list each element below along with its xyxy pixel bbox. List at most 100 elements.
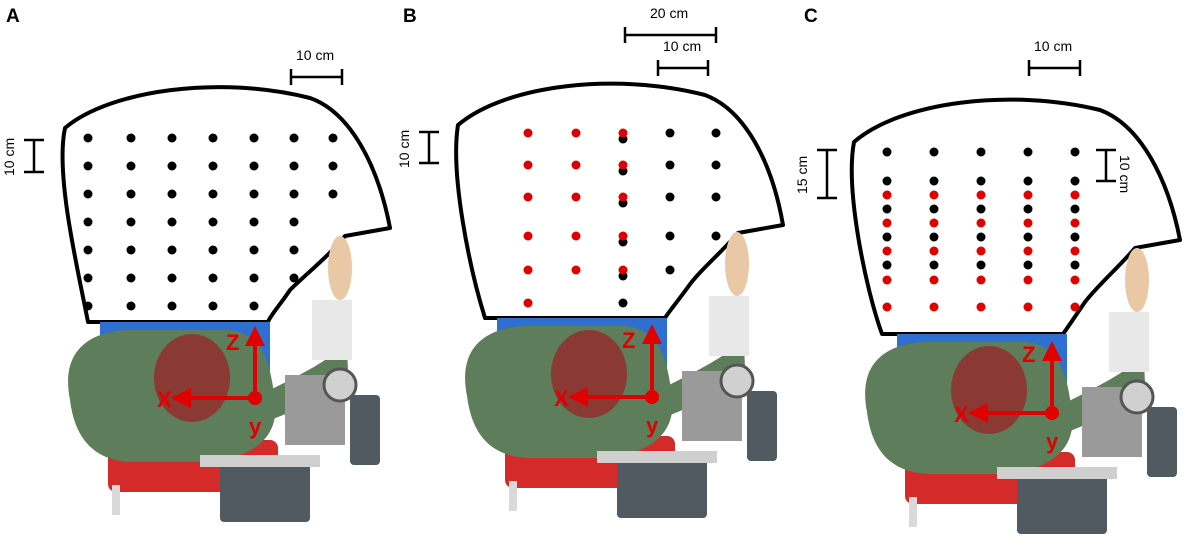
scale-label: 10 cm [396,130,412,168]
target-dot [929,275,939,285]
target-dot [882,246,892,256]
target-dot [249,217,259,227]
target-dot [976,232,986,242]
target-dot [1023,275,1033,285]
scale-bar-vertical: 10 cm [1,138,44,176]
target-dot [208,273,218,283]
target-dot [1070,232,1080,242]
target-dot [249,189,259,199]
target-dot [882,218,892,228]
axis-label-z: Z [622,328,635,353]
target-dot [1023,176,1033,186]
target-dot [208,245,218,255]
target-dot [665,231,675,241]
target-dot [1023,260,1033,270]
target-dot [523,128,533,138]
exoskeleton-arm [709,296,749,356]
target-dot [882,232,892,242]
target-dot [523,231,533,241]
target-dot [289,189,299,199]
target-dot [929,302,939,312]
target-dot [1070,302,1080,312]
target-dot [929,218,939,228]
axis-label-x: X [554,386,569,411]
coordinate-axes: Z X y [157,326,265,439]
target-dot [126,245,136,255]
target-dot [1023,147,1033,157]
target-dot [249,245,259,255]
target-dot [665,265,675,275]
scale-bar-horizontal: 10 cm [1027,38,1082,76]
scale-bar-vertical: 10 cm [1096,148,1133,193]
target-dot [1070,176,1080,186]
target-dot [618,298,628,308]
target-dot [208,217,218,227]
target-dot [167,301,177,311]
target-dot [976,302,986,312]
scale-bar-vertical: 15 cm [794,148,837,200]
target-dot [929,176,939,186]
panel-b: B 20 cm 10 cm 10 cm [396,5,785,518]
target-dot [328,161,338,171]
robot-base [1017,474,1107,534]
axis-label-x: X [157,387,172,412]
coordinate-axes: Z X y [954,341,1062,454]
target-dot [523,160,533,170]
target-dot [882,260,892,270]
target-dot [882,176,892,186]
target-dot [1070,218,1080,228]
axis-label-y: y [249,414,262,439]
workspace-outline [849,97,1182,336]
axis-label-z: Z [226,330,239,355]
target-dot [289,245,299,255]
target-grid [523,128,721,308]
target-dot [249,161,259,171]
target-dot [208,301,218,311]
exoskeleton-arm [312,300,352,360]
target-dot [208,133,218,143]
target-dot [1070,204,1080,214]
target-dot [976,176,986,186]
target-dot [1023,232,1033,242]
target-dot [523,298,533,308]
scale-label: 10 cm [663,38,701,54]
target-dot [167,273,177,283]
axis-label-y: y [1046,429,1059,454]
target-dot [167,217,177,227]
target-dot [1070,260,1080,270]
target-dot [167,133,177,143]
target-dot [976,147,986,157]
hand [725,232,749,296]
target-dot [976,246,986,256]
axis-label-x: X [954,402,969,427]
robot-motor [747,391,777,461]
target-dot [929,204,939,214]
target-dot [1023,204,1033,214]
target-dot [1023,302,1033,312]
target-grid [83,133,338,311]
target-dot [711,128,721,138]
target-dot [1070,246,1080,256]
panel-letter: C [804,6,818,27]
target-dot [167,161,177,171]
target-dot [882,190,892,200]
target-dot [126,301,136,311]
target-dot [289,161,299,171]
target-dot [618,192,628,202]
target-dot [83,217,93,227]
target-dot [1070,275,1080,285]
target-dot [711,192,721,202]
target-dot [929,232,939,242]
panel-letter: B [403,6,417,27]
panel-a: A 10 cm 10 cm [1,6,392,522]
hand [328,236,352,300]
target-dot [665,160,675,170]
robot-motor [350,395,380,465]
target-dot [571,192,581,202]
target-dot [1070,147,1080,157]
target-dot [167,245,177,255]
target-dot [83,301,93,311]
target-dot [618,265,628,275]
target-dot [83,189,93,199]
target-dot [976,204,986,214]
